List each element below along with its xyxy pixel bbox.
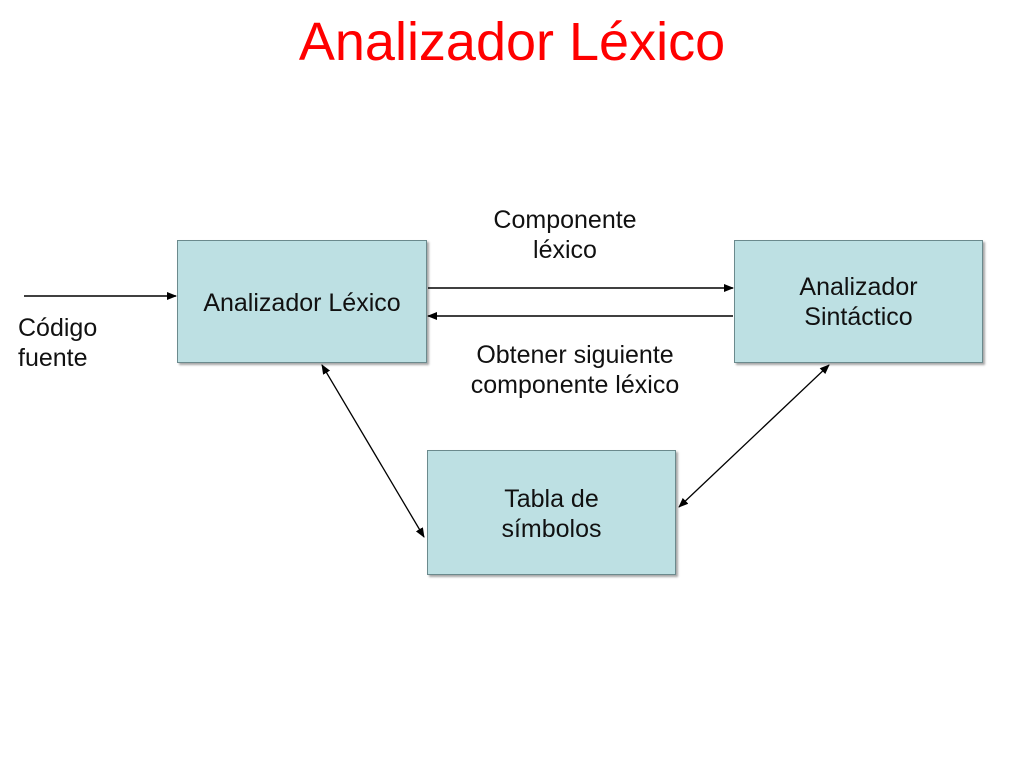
page-title: Analizador Léxico bbox=[298, 12, 726, 72]
parser-node-label: Analizador Sintáctico bbox=[799, 273, 918, 331]
next-token-edge-label: Obtener siguiente componente léxico bbox=[470, 341, 680, 399]
lexer-symbols-arrow bbox=[321, 364, 425, 538]
lexer-node-label: Analizador Léxico bbox=[203, 289, 401, 317]
parser-symbols-arrow bbox=[678, 364, 830, 508]
symbol-table-node-label: Tabla de símbolos bbox=[501, 485, 602, 543]
parser-node: Analizador Sintáctico bbox=[734, 240, 983, 363]
lexer-node: Analizador Léxico bbox=[177, 240, 427, 363]
token-edge-label: Componente léxico bbox=[493, 206, 637, 264]
source-code-label: Código fuente bbox=[18, 314, 98, 372]
symbol-table-node: Tabla de símbolos bbox=[427, 450, 676, 575]
